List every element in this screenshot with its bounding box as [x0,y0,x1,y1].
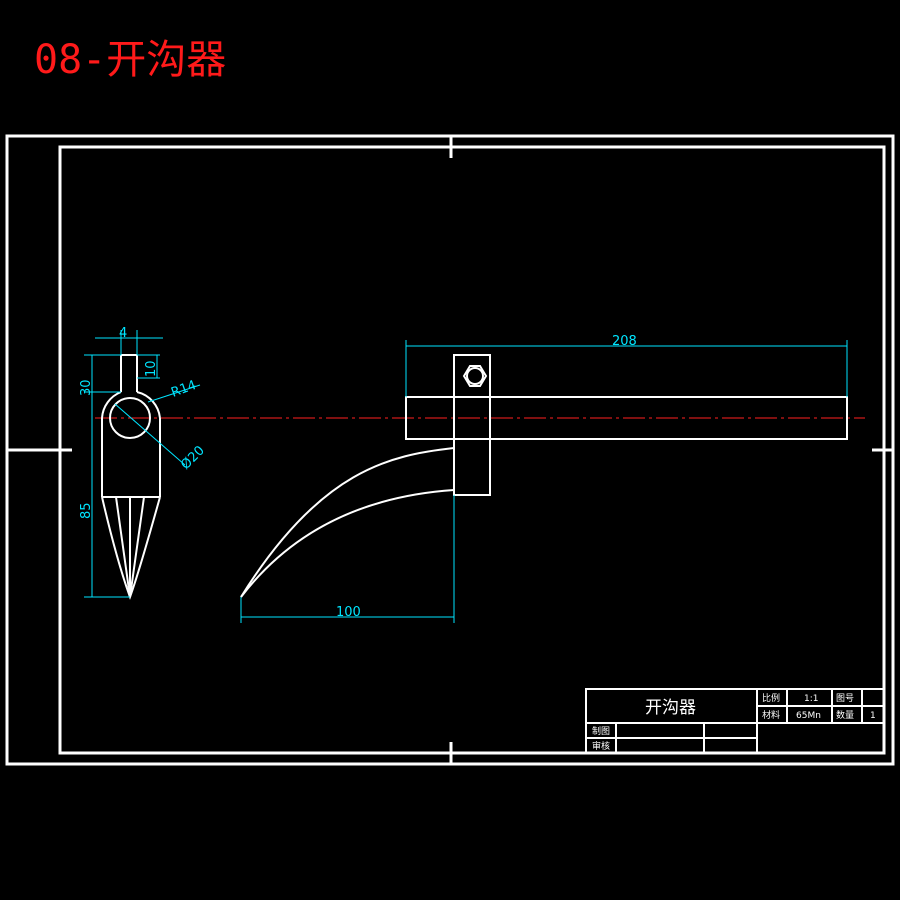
dim-width-top: 4 [119,326,127,341]
dim-slot-depth: 10 [144,360,159,377]
inner-frame [58,145,886,755]
dim-blade-reach: 100 [336,605,361,620]
side-view [101,354,161,600]
side-view-dimensions [84,330,201,598]
title-block-material-label: 材料 [762,709,780,721]
title-block-quantity-value: 1 [870,711,876,721]
front-view-dimensions [240,340,848,623]
dim-upper-height: 30 [79,379,94,396]
title-block-checked-label: 审核 [592,740,610,752]
title-block-drawing-no-label: 图号 [836,693,854,704]
title-block-drawn-label: 制图 [592,725,610,737]
outer-frame [5,134,895,766]
title-block-part-name: 开沟器 [645,698,696,718]
title-block [585,688,885,754]
title-block-scale-value: 1:1 [804,694,818,704]
title-block-quantity-label: 数量 [836,709,854,721]
front-view [240,354,848,598]
title-block-material-value: 65Mn [796,711,821,721]
dim-radius: R14 [169,378,198,401]
title-block-scale-label: 比例 [762,692,780,704]
centering-marks [7,136,893,764]
dim-diameter: Ø20 [178,443,208,473]
page-title: 08-开沟器 [34,37,227,83]
dim-bar-length: 208 [612,334,637,349]
dim-overall-height: 85 [79,502,94,519]
